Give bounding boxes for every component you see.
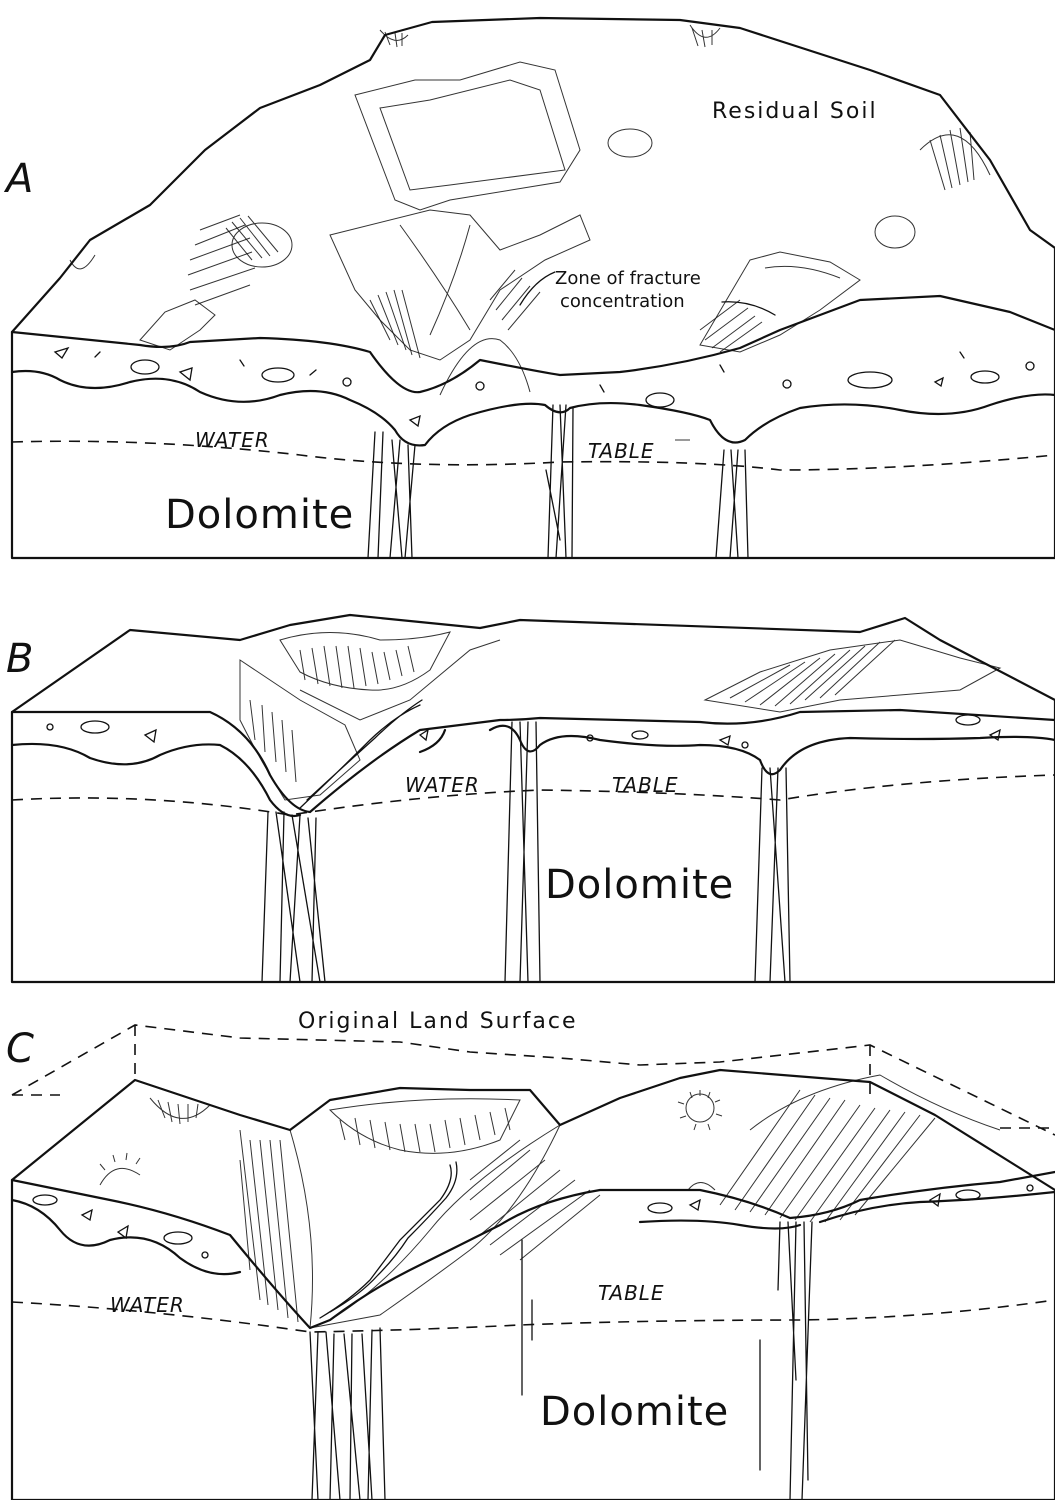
panel-c-letter: C (6, 1026, 34, 1072)
panel-a-soil-base (12, 371, 1055, 445)
panel-a-dolomite-label: Dolomite (165, 492, 354, 538)
panel-b-block-outline (12, 615, 1055, 982)
panel-a-water-table (12, 441, 1055, 470)
panel-c-table-label: TABLE (598, 1281, 665, 1305)
panel-a-fractures (368, 405, 748, 558)
fracture-zone-leader-right (722, 302, 775, 315)
panel-b-soil-base (12, 726, 1055, 816)
panel-b: B (6, 615, 1055, 982)
panel-c-dolomite-label: Dolomite (540, 1389, 729, 1435)
panel-b-letter: B (6, 636, 33, 682)
panel-a-letter: A (3, 156, 33, 202)
original-land-surface (12, 1025, 1055, 1135)
panel-b-dolomite-label: Dolomite (545, 862, 734, 908)
residual-soil-label: Residual Soil (712, 99, 878, 124)
panel-a-water-label: WATER (195, 428, 270, 452)
panel-c-block-outline (12, 1070, 1055, 1500)
panel-b-table-label: TABLE (612, 773, 679, 797)
panel-c-water-label: WATER (110, 1293, 185, 1317)
panel-a: A (3, 18, 1055, 558)
panel-c-stream (320, 1162, 457, 1318)
panel-c-fractures (310, 1222, 812, 1500)
panel-c: C (6, 1009, 1055, 1500)
fracture-zone-label-line2: concentration (560, 291, 685, 312)
panel-b-fractures (262, 722, 790, 982)
fracture-zone-label-line1: Zone of fracture (555, 268, 701, 289)
fracture-zone-leader-left (520, 272, 555, 305)
panel-b-surface-edge (12, 710, 1055, 812)
panel-b-water-table (12, 775, 1055, 815)
panel-c-sinkholes (100, 1090, 722, 1190)
panel-b-water-label: WATER (405, 773, 480, 797)
panel-b-stream (300, 700, 422, 808)
panel-a-soil-pebbles (55, 348, 1034, 426)
panel-a-table-label: TABLE (588, 439, 655, 463)
original-land-surface-label: Original Land Surface (298, 1009, 578, 1034)
